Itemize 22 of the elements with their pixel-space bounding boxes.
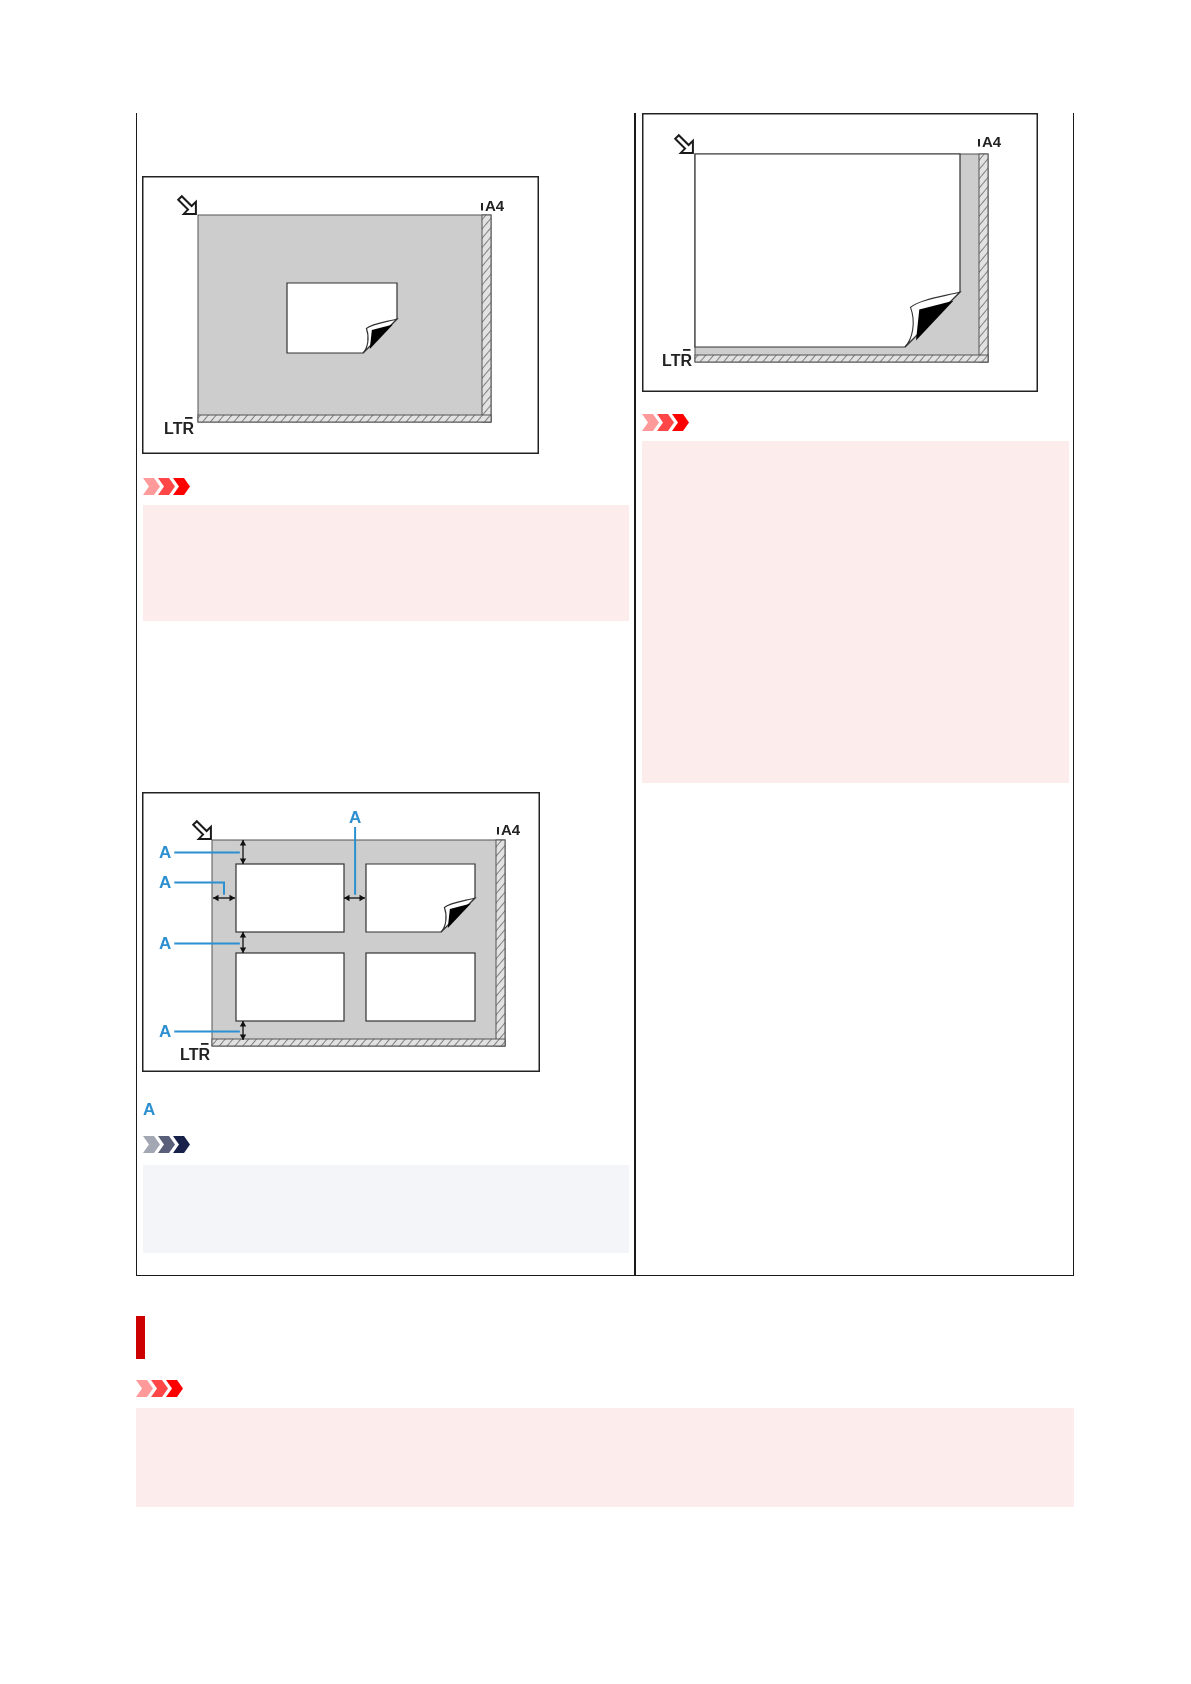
paper-size-label: A4 [496,822,521,837]
leader-line [354,826,357,896]
paper-size-label: LTR [164,417,194,437]
dimension-line [239,931,247,954]
dimension-line [212,894,236,902]
callout-letter: A [143,1101,156,1118]
callout-letter: A [349,809,362,826]
dimension-line [239,839,247,865]
callout-letter: A [159,874,172,891]
paper-size-label: LTR [662,349,692,369]
callout-letter: A [159,935,172,952]
leader-line [173,942,241,945]
callout-letter: A [159,844,172,861]
paper-size-label: A4 [480,198,505,213]
leader-line [173,1030,241,1033]
paper-size-label: A4 [977,134,1002,149]
paper-size-label: LTR [180,1043,210,1063]
dimension-line [239,1020,247,1041]
dimension-line [343,894,366,902]
leader-line [173,851,241,854]
leader-line [173,881,225,896]
callout-letter: A [159,1023,172,1040]
